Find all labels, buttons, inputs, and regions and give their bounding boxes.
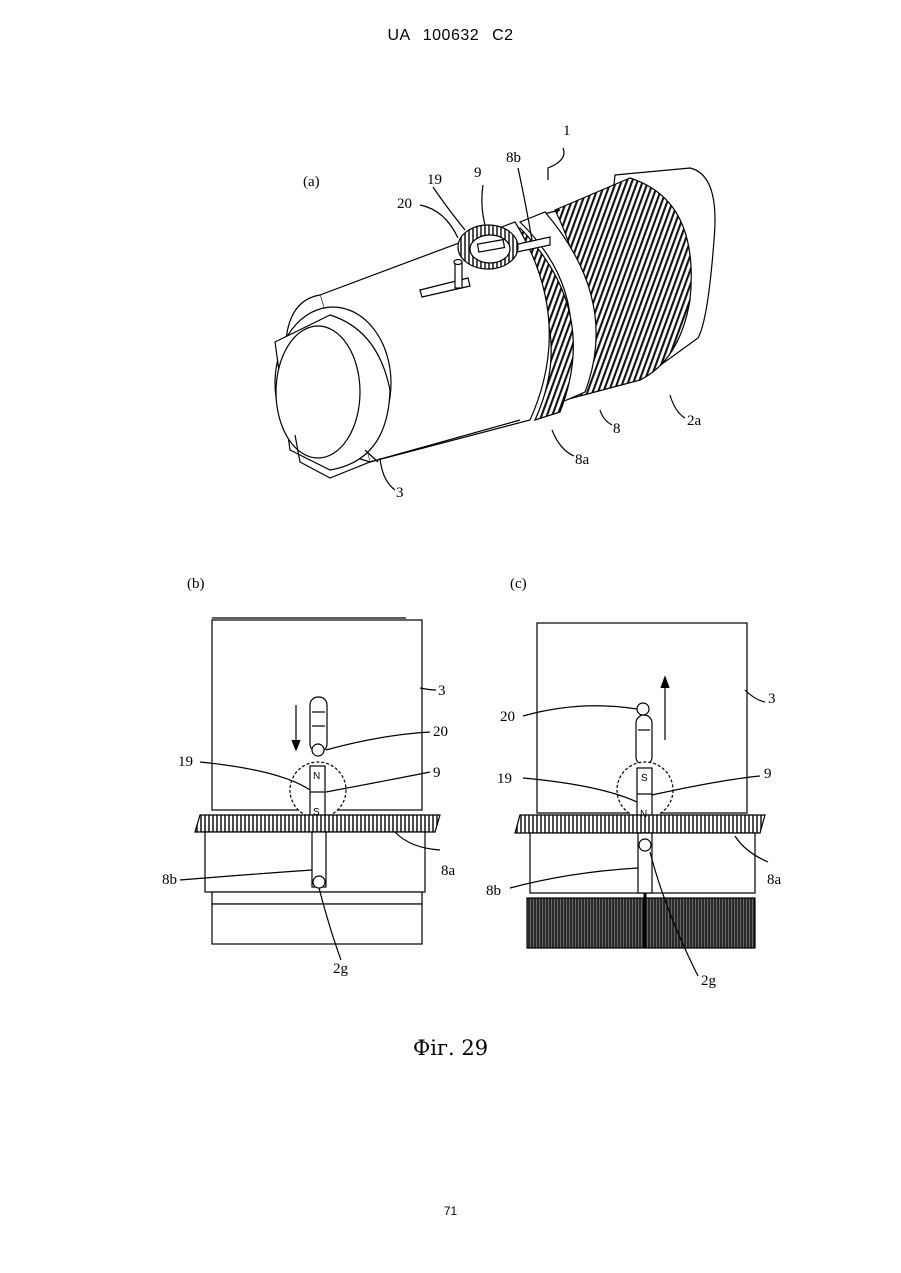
label-19: 19 [427,172,442,188]
magnet-c-bottom: N [640,809,647,820]
label-3: 3 [396,485,404,501]
label-8b: 8b [506,150,521,166]
page-number: 71 [0,1204,901,1218]
label-b-19: 19 [178,754,193,770]
magnet-b-top: N [313,771,320,782]
label-c-20: 20 [500,709,515,725]
label-b-8b: 8b [162,872,177,888]
panel-c-tag: (c) [510,576,527,592]
label-9: 9 [474,165,482,181]
label-2a: 2a [687,413,702,429]
label-8: 8 [613,421,621,437]
label-c-8b: 8b [486,883,501,899]
panel-a [275,148,715,490]
label-b-20: 20 [433,724,448,740]
label-c-8a: 8a [767,872,782,888]
panel-b [180,618,440,960]
label-1: 1 [563,123,571,139]
label-b-3: 3 [438,683,446,699]
label-b-8a: 8a [441,863,456,879]
magnet-b-bottom: S [313,807,320,818]
label-20: 20 [397,196,412,212]
label-8a: 8a [575,452,590,468]
label-c-3: 3 [768,691,776,707]
panel-a-tag: (a) [303,174,320,190]
label-c-9: 9 [764,766,772,782]
label-c-2g: 2g [701,973,717,989]
panel-c [510,623,768,976]
panel-b-tag: (b) [187,576,205,592]
label-b-2g: 2g [333,961,349,977]
figure-caption: Фіг. 29 [0,1036,901,1060]
label-c-19: 19 [497,771,512,787]
label-b-9: 9 [433,765,441,781]
magnet-c-top: S [641,773,648,784]
